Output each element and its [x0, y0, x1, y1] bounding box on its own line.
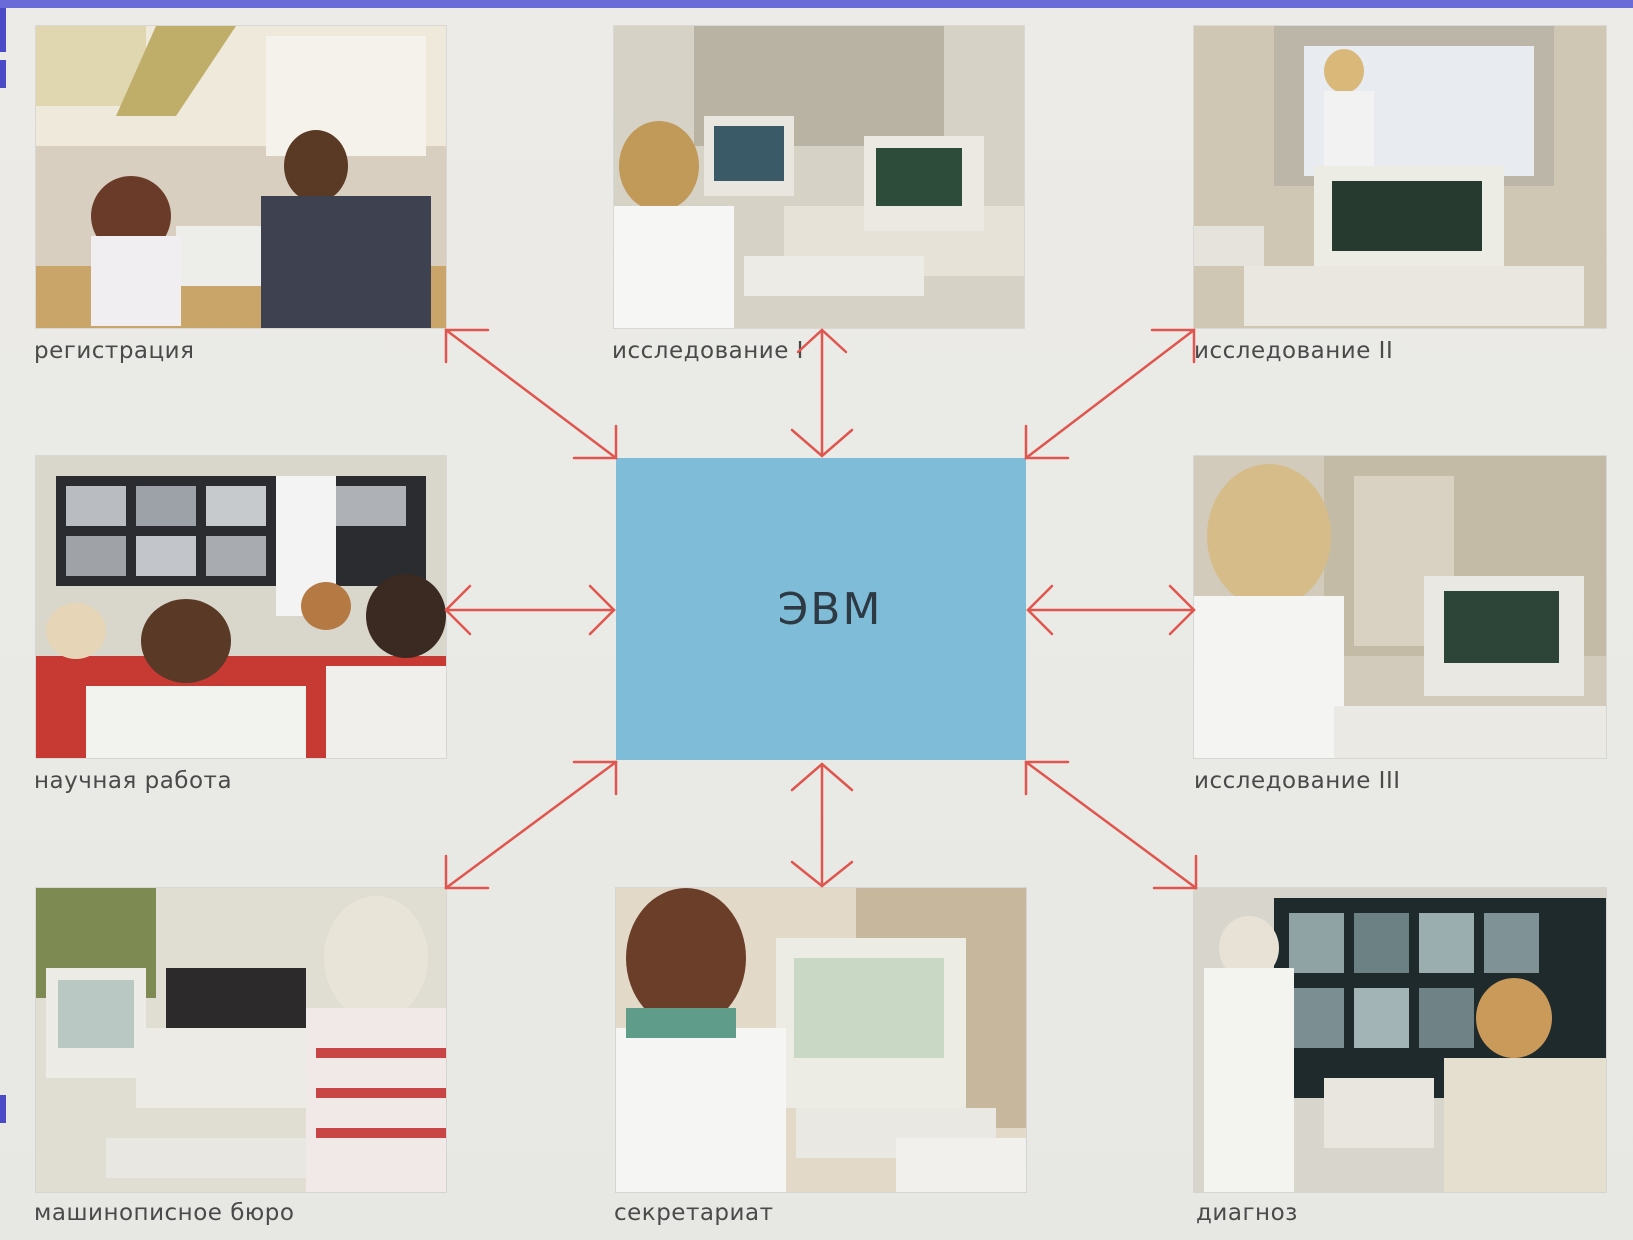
center-label: ЭВМ: [777, 583, 883, 635]
arrow-research-3: [1026, 584, 1196, 636]
photo-typing: [36, 888, 446, 1192]
photo-research-3: [1194, 456, 1606, 758]
photo-registration: [36, 26, 446, 328]
left-accent-bar: [0, 60, 6, 88]
arrow-research-2: [1024, 328, 1196, 460]
caption-research-1: исследование I: [612, 338, 804, 364]
photo-research-1: [614, 26, 1024, 328]
arrow-secretariat: [790, 762, 854, 888]
caption-research-2: исследование II: [1194, 338, 1394, 364]
arrow-registration: [444, 328, 618, 460]
arrow-typing: [444, 760, 618, 890]
left-accent-bar: [0, 1095, 6, 1123]
photo-secretariat: [616, 888, 1026, 1192]
caption-research-3: исследование III: [1194, 768, 1401, 794]
caption-registration: регистрация: [34, 338, 195, 364]
central-computer-box: ЭВМ: [616, 458, 1026, 760]
caption-secretariat: секретариат: [614, 1200, 774, 1226]
photo-research-2: [1194, 26, 1606, 328]
photo-science: [36, 456, 446, 758]
left-accent-bar: [0, 8, 6, 52]
caption-typing: машинописное бюро: [34, 1200, 295, 1226]
caption-diagnosis: диагноз: [1196, 1200, 1298, 1226]
caption-science: научная работа: [34, 768, 233, 794]
photo-diagnosis: [1194, 888, 1606, 1192]
top-accent-bar: [0, 0, 1633, 8]
arrow-science: [444, 584, 616, 636]
arrow-diagnosis: [1024, 760, 1198, 890]
